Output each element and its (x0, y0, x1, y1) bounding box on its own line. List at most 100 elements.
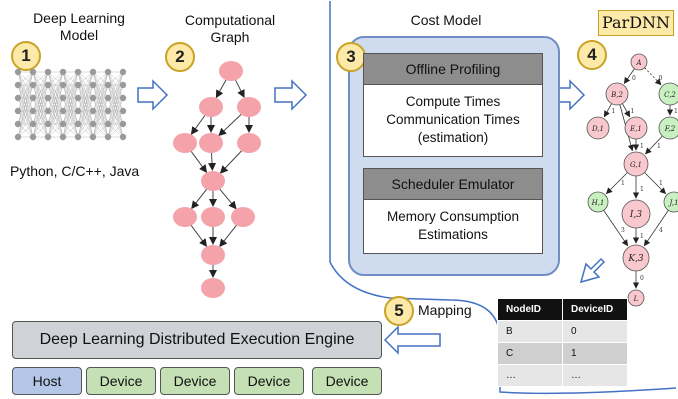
table-cell: 0 (562, 320, 628, 343)
badge-3: 3 (336, 42, 366, 72)
graph-node-label: I,3 (629, 210, 642, 220)
neural-network-icon (14, 68, 127, 141)
nn-neuron (29, 107, 37, 115)
nn-neuron (14, 94, 22, 102)
cost-model-title: Cost Model (410, 12, 482, 28)
badge-4: 4 (577, 40, 607, 70)
graph-edge (603, 210, 629, 247)
nn-neuron (44, 81, 52, 89)
nn-neuron (14, 107, 22, 115)
nn-neuron (59, 68, 67, 76)
nn-neuron (104, 133, 112, 141)
graph-node (663, 191, 678, 213)
column-header-deviceid: DeviceID (562, 298, 628, 321)
table-cell: C (497, 342, 563, 365)
graph-node (199, 133, 223, 153)
graph-node-label: H,1 (591, 199, 605, 207)
device-4: Device (312, 367, 382, 395)
stage2-title: Computational Graph (170, 12, 290, 46)
graph-node-label: G,1 (630, 161, 642, 169)
arrow-3-to-4 (557, 79, 586, 111)
computational-graph-icon (173, 61, 261, 298)
graph-node (658, 116, 678, 140)
nn-neuron (119, 133, 127, 141)
graph-node-label: F,2 (664, 125, 676, 133)
table-row: … … (497, 364, 628, 387)
graph-node-label: C,2 (664, 91, 676, 99)
graph-node (658, 82, 678, 106)
nn-neuron (29, 120, 37, 128)
edge-weight-label: 1 (659, 180, 663, 187)
nn-neuron (44, 120, 52, 128)
device-1: Device (86, 367, 156, 395)
nn-neuron (74, 133, 82, 141)
nn-neuron (104, 107, 112, 115)
edge-weight-label: 1 (621, 180, 625, 187)
nn-neuron (74, 94, 82, 102)
graph-node (624, 116, 648, 140)
nn-neuron (59, 107, 67, 115)
nn-neuron (119, 68, 127, 76)
pardnn-label: ParDNN (598, 10, 674, 36)
edge-weight-label: 1 (674, 108, 678, 115)
nn-neuron (29, 94, 37, 102)
emulator-line-estimations: Estimations (418, 227, 488, 242)
edge-weight-label: 1 (631, 108, 635, 115)
graph-edge (603, 103, 612, 118)
stage2-title-line1: Computational (184, 12, 276, 28)
graph-node (199, 97, 223, 117)
graph-node (231, 207, 255, 227)
graph-node-label: K,3 (627, 254, 644, 264)
graph-node (219, 61, 243, 81)
nn-neuron (29, 133, 37, 141)
mapping-table: NodeID DeviceID B 0 C 1 … … (497, 298, 628, 387)
table-cell: … (562, 364, 628, 387)
nn-neuron (74, 107, 82, 115)
graph-node (201, 278, 225, 298)
graph-edge (605, 172, 628, 195)
device-3: Device (234, 367, 304, 395)
nn-neuron (59, 94, 67, 102)
nn-neuron (59, 81, 67, 89)
nn-neuron (89, 68, 97, 76)
nn-neuron (44, 94, 52, 102)
scheduler-emulator-body: Memory Consumption Estimations (364, 200, 542, 244)
graph-edge (645, 135, 663, 155)
weighted-graph: 001112111113140 AB,2C,2D,1E,1F,2G,1H,1I,… (586, 53, 678, 307)
graph-node (630, 53, 648, 71)
execution-engine-box: Deep Learning Distributed Execution Engi… (12, 321, 382, 359)
nn-neuron (89, 133, 97, 141)
stage2-title-line2: Graph (210, 29, 250, 45)
edge-weight-label: 1 (640, 143, 644, 150)
nn-neuron (14, 81, 22, 89)
nn-neuron (14, 133, 22, 141)
stage1-title-line2: Model (59, 27, 99, 43)
profiling-line-communication: Communication Times (386, 112, 520, 127)
graph-node-label: J,1 (667, 199, 678, 207)
nn-neuron (104, 68, 112, 76)
arrow-4-to-5 (579, 257, 606, 284)
graph-node (621, 199, 651, 229)
graph-edge (623, 68, 635, 84)
nn-neuron (44, 68, 52, 76)
graph-node (586, 116, 610, 140)
stage1-title-line1: Deep Learning (33, 10, 125, 26)
nn-neuron (44, 133, 52, 141)
nn-neuron (119, 94, 127, 102)
table-row: C 1 (497, 342, 628, 365)
edge-weight-label: 4 (659, 227, 663, 234)
emulator-line-memory: Memory Consumption (386, 209, 520, 224)
nn-neuron (59, 120, 67, 128)
arrow-2-to-3 (274, 79, 308, 111)
profiling-line-estimation: (estimation) (417, 130, 489, 145)
nn-neuron (89, 120, 97, 128)
nn-neuron (14, 68, 22, 76)
edge-weight-label: 1 (640, 186, 644, 193)
graph-node-label: B,2 (610, 91, 623, 99)
edge-weight-label: 0 (640, 275, 644, 282)
badge-1: 1 (11, 41, 41, 71)
nn-neuron (89, 81, 97, 89)
edge-weight-label: 0 (659, 75, 663, 82)
graph-node (237, 133, 261, 153)
profiling-line-compute: Compute Times (405, 94, 501, 109)
